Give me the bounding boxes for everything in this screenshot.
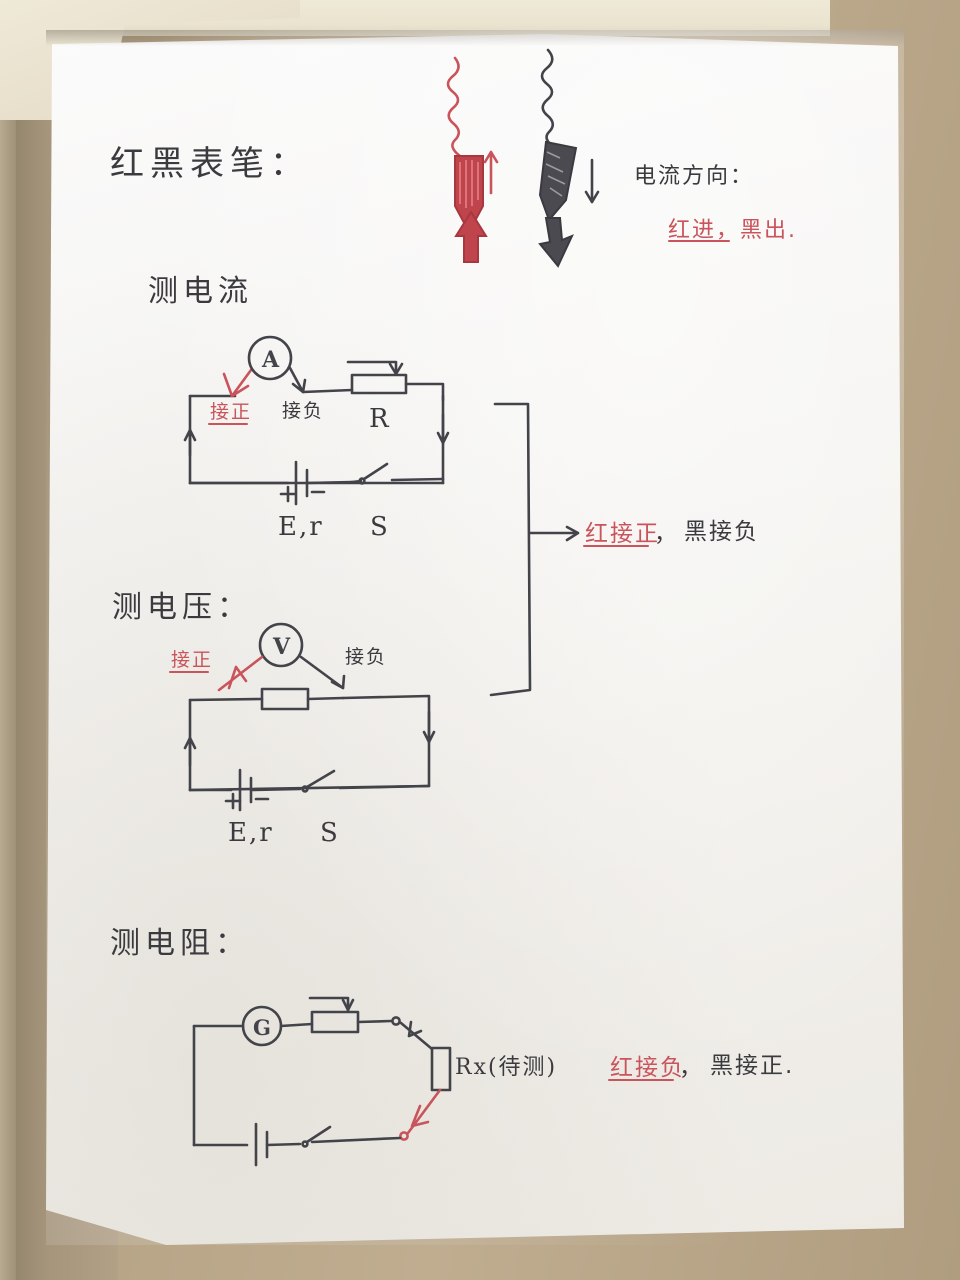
- ammeter-symbol-text: A: [261, 347, 280, 373]
- current-right-lead-label: 接负: [282, 400, 325, 422]
- current-direction-heading: 电流方向：: [634, 164, 755, 189]
- current-left-lead-label: 接正: [210, 401, 253, 423]
- section-heading-current: 测电流: [148, 274, 253, 309]
- bracket-note-red: 红接正: [585, 521, 660, 547]
- voltage-left-lead-underline: [169, 671, 209, 673]
- voltage-source-label: E,r: [228, 818, 274, 848]
- voltage-left-lead-label: 接正: [171, 649, 214, 671]
- current-rheostat-label: R: [369, 404, 391, 434]
- voltmeter-symbol-text: V: [272, 634, 291, 660]
- bracket-note-comma: ，: [654, 521, 679, 547]
- unknown-resistor-label: Rx(待测): [455, 1055, 558, 1080]
- voltage-right-lead-label: 接负: [345, 646, 388, 668]
- desk-left-highlight: [0, 0, 16, 1280]
- resistance-rule-red: 红接负: [610, 1055, 685, 1081]
- page-title: 红黑表笔：: [110, 144, 310, 184]
- current-source-label: E,r: [278, 512, 324, 542]
- bracket-note-red-underline: [583, 545, 649, 547]
- resistance-rule-comma: ，: [679, 1055, 704, 1081]
- section-heading-resistance: 测电阻：: [110, 926, 250, 961]
- resistance-rule-red-underline: [608, 1079, 674, 1081]
- current-switch-label: S: [370, 512, 390, 542]
- bracket-note-black: 黑接负: [684, 519, 759, 545]
- section-heading-voltage: 测电压：: [112, 590, 252, 625]
- galvanometer-symbol-text: G: [253, 1015, 271, 1040]
- current-direction-rule: 红进，黑出.: [668, 218, 797, 243]
- resistance-rule-black: 黑接正.: [710, 1053, 795, 1079]
- current-left-lead-underline: [208, 423, 248, 425]
- current-direction-rule-underline: [668, 240, 730, 242]
- voltage-switch-label: S: [320, 818, 340, 848]
